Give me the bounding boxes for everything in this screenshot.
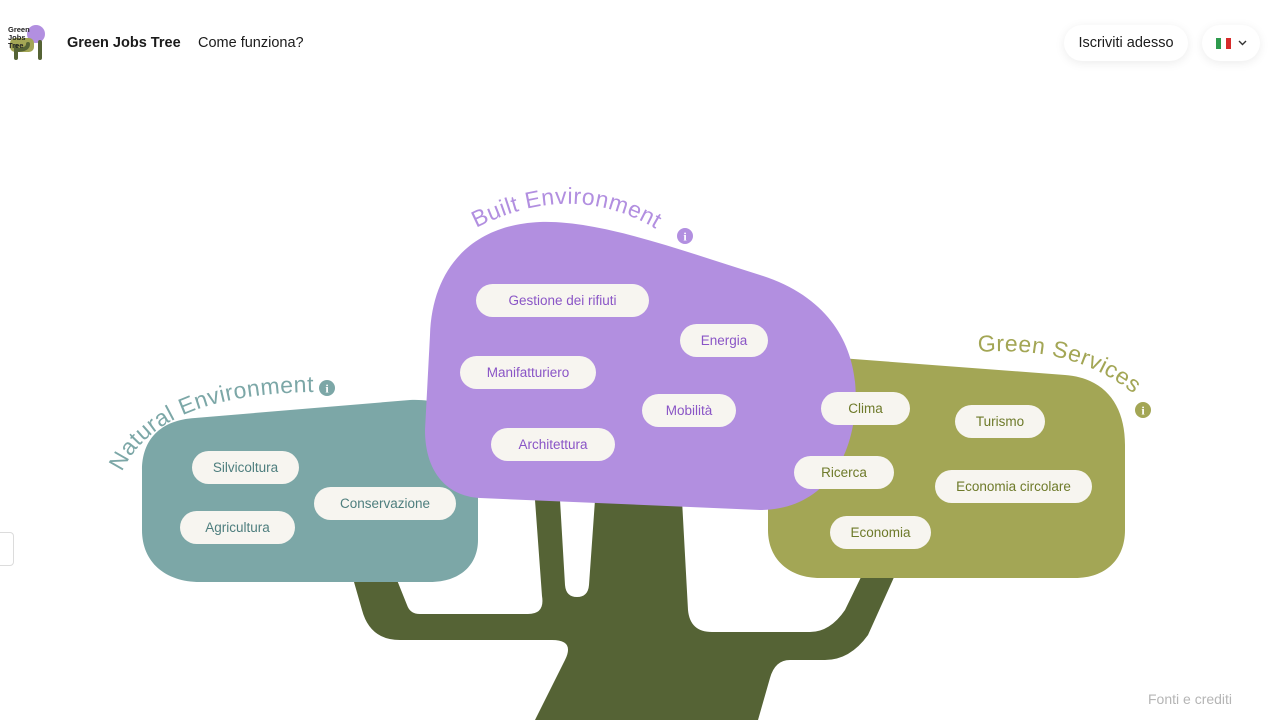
pill-architettura[interactable]: Architettura (491, 428, 615, 461)
pill-conservazione[interactable]: Conservazione (314, 487, 456, 520)
flag-italy-icon (1215, 37, 1232, 49)
brand-name[interactable]: Green Jobs Tree (67, 35, 181, 51)
pill-energia[interactable]: Energia (680, 324, 768, 357)
chevron-down-icon (1238, 40, 1246, 46)
pill-manifatturiero[interactable]: Manifatturiero (460, 356, 596, 389)
pill-mobilita[interactable]: Mobilità (642, 394, 736, 427)
svg-text:i: i (325, 382, 329, 396)
pill-economia-circolare[interactable]: Economia circolare (935, 470, 1092, 503)
logo-tree-icon (10, 25, 45, 60)
pill-turismo[interactable]: Turismo (955, 405, 1045, 438)
pill-economia[interactable]: Economia (830, 516, 931, 549)
services-info-icon[interactable]: i (1135, 402, 1151, 418)
signup-button[interactable]: Iscriviti adesso (1064, 25, 1188, 61)
pill-agricultura[interactable]: Agricultura (180, 511, 295, 544)
language-selector[interactable] (1202, 25, 1260, 61)
svg-text:i: i (1141, 404, 1145, 418)
pill-silvicoltura[interactable]: Silvicoltura (192, 451, 299, 484)
pill-ricerca[interactable]: Ricerca (794, 456, 894, 489)
pill-gestione-rifiuti[interactable]: Gestione dei rifiuti (476, 284, 649, 317)
svg-text:i: i (683, 230, 687, 244)
tree-trunk (352, 500, 895, 720)
how-it-works-link[interactable]: Come funziona? (198, 35, 304, 51)
natural-info-icon[interactable]: i (319, 380, 335, 396)
pill-clima[interactable]: Clima (821, 392, 910, 425)
built-info-icon[interactable]: i (677, 228, 693, 244)
sources-credits-link[interactable]: Fonti e crediti (1148, 691, 1233, 707)
side-tab[interactable] (0, 532, 14, 566)
